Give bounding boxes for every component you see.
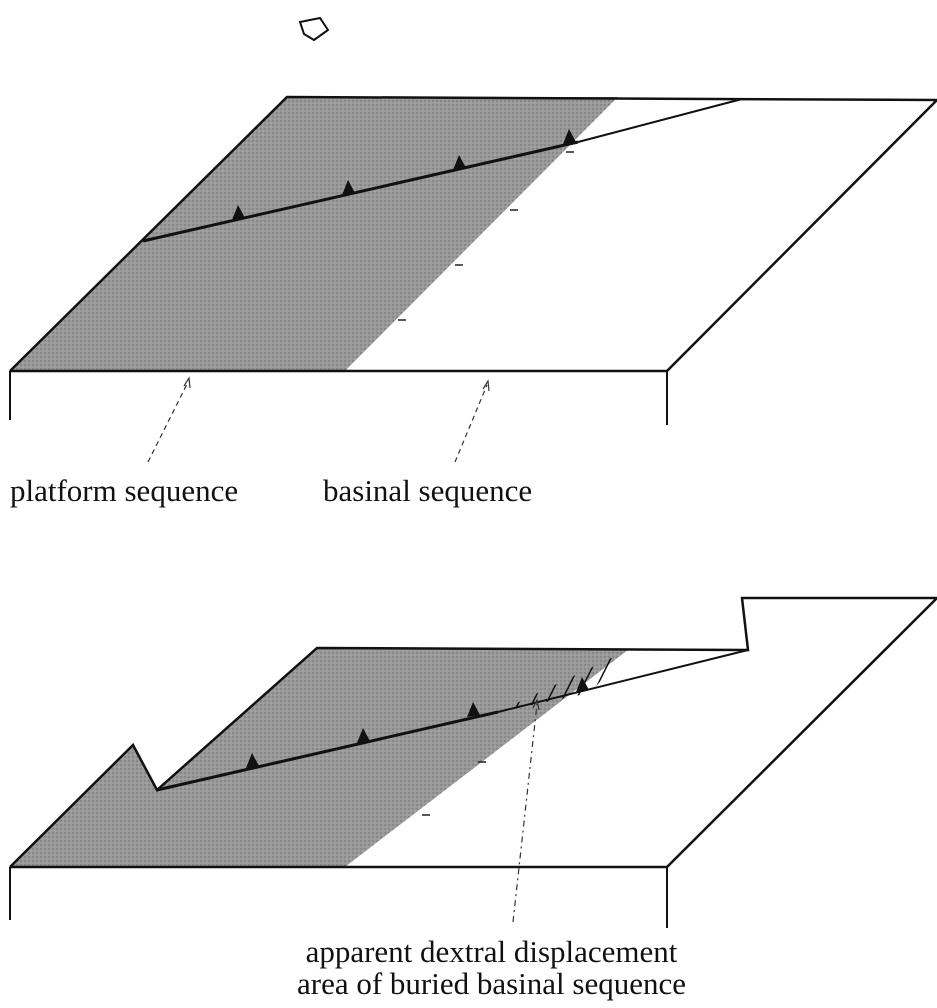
basinal-leader-arrow-icon	[482, 379, 490, 392]
top-block-outline	[9, 95, 937, 373]
apparent-displacement-label: apparent dextral displacement	[305, 934, 678, 969]
top-basinal-area	[345, 97, 937, 371]
bottom-fault-teeth	[246, 677, 589, 768]
basinal-sequence-label: basinal sequence	[323, 473, 533, 508]
bottom-thrust-fault	[156, 710, 499, 792]
bottom-hidden-fault-ticks	[422, 761, 486, 816]
platform-leader-line	[147, 381, 189, 463]
top-block	[9, 95, 937, 463]
direction-arrow-icon	[298, 16, 330, 42]
bottom-basinal-area	[345, 598, 937, 867]
bottom-caption: apparent dextral displacement area of bu…	[0, 936, 937, 1000]
platform-sequence-label: platform sequence	[10, 473, 239, 508]
platform-leader-arrow-icon	[183, 376, 191, 389]
top-hidden-fault-ticks	[398, 151, 574, 321]
bottom-platform-area	[10, 648, 628, 867]
buried-area-label: area of buried basinal sequence	[296, 966, 687, 1001]
top-platform-area	[10, 97, 618, 371]
bottom-fault-extension	[497, 649, 749, 713]
buried-area-leader-line	[512, 703, 538, 923]
top-fault-teeth	[232, 129, 576, 220]
top-fault-extension	[577, 98, 743, 143]
basinal-leader-line	[454, 384, 488, 463]
top-thrust-fault	[142, 140, 579, 243]
buried-area-leader-arrow-icon	[532, 698, 540, 711]
bottom-block	[9, 596, 937, 928]
